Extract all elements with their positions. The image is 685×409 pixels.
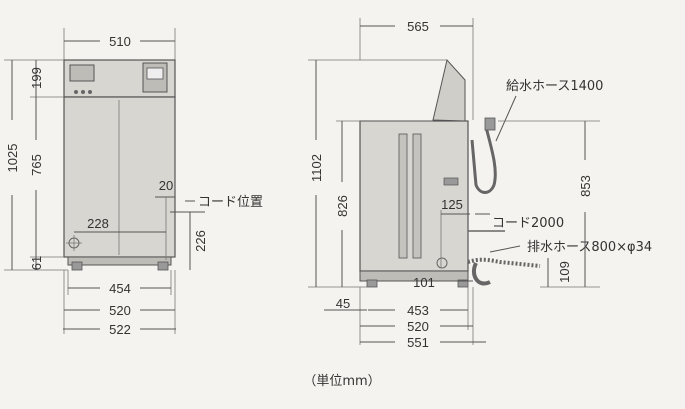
dim-20: 20 bbox=[159, 178, 173, 193]
dim-510: 510 bbox=[109, 34, 131, 49]
dim-565: 565 bbox=[407, 19, 429, 34]
foot bbox=[366, 279, 378, 288]
side-vent bbox=[443, 177, 459, 186]
dim-226: 226 bbox=[193, 230, 208, 252]
base bbox=[67, 256, 172, 266]
side-groove bbox=[398, 133, 408, 259]
front-view: 510 1025 199 765 61 20 bbox=[4, 28, 263, 337]
drain-hose bbox=[467, 257, 541, 268]
dim-551: 551 bbox=[407, 335, 429, 350]
dim-765: 765 bbox=[29, 154, 44, 176]
side-base bbox=[359, 270, 469, 282]
dim-101: 101 bbox=[413, 275, 435, 290]
control-display bbox=[69, 64, 95, 82]
water-hose bbox=[470, 126, 497, 194]
water-hose-connector bbox=[484, 117, 496, 131]
front-body bbox=[63, 96, 176, 258]
unit-note: （単位mm） bbox=[303, 373, 380, 389]
cord-label: コード2000 bbox=[492, 216, 564, 231]
button-icon bbox=[88, 90, 92, 94]
dim-61: 61 bbox=[29, 256, 44, 270]
foot bbox=[71, 261, 83, 271]
dim-520: 520 bbox=[407, 319, 429, 334]
dim-45: 45 bbox=[336, 296, 350, 311]
drain-hose-bend bbox=[471, 262, 491, 286]
cord-position-label: コード位置 bbox=[198, 195, 263, 210]
dim-1102: 1102 bbox=[309, 154, 324, 182]
dim-522: 522 bbox=[109, 322, 131, 337]
dim-1025: 1025 bbox=[5, 144, 20, 173]
lid bbox=[432, 58, 466, 122]
drain-hose-label: 排水ホース800×φ34 bbox=[527, 240, 652, 255]
dim-454: 454 bbox=[109, 281, 131, 296]
leader-line bbox=[495, 95, 517, 142]
foot bbox=[457, 279, 469, 288]
dim-109: 109 bbox=[557, 261, 572, 283]
side-view: 565 給水ホース1400 コード2000 125 排水ホース800×φ34 bbox=[308, 18, 652, 350]
dim-125: 125 bbox=[441, 197, 463, 212]
water-hose-label: 給水ホース1400 bbox=[506, 79, 603, 94]
coin-display bbox=[146, 67, 164, 80]
dim-453: 453 bbox=[407, 303, 429, 318]
leader-line bbox=[489, 245, 521, 253]
drain-outlet-icon bbox=[436, 257, 448, 269]
dim-199: 199 bbox=[29, 67, 44, 89]
dim-826: 826 bbox=[335, 195, 350, 217]
side-groove bbox=[412, 133, 422, 259]
dim-228: 228 bbox=[87, 216, 109, 231]
button-icon bbox=[74, 90, 78, 94]
foot bbox=[157, 261, 169, 271]
dim-520: 520 bbox=[109, 303, 131, 318]
button-icon bbox=[81, 90, 85, 94]
dim-853: 853 bbox=[578, 175, 593, 197]
